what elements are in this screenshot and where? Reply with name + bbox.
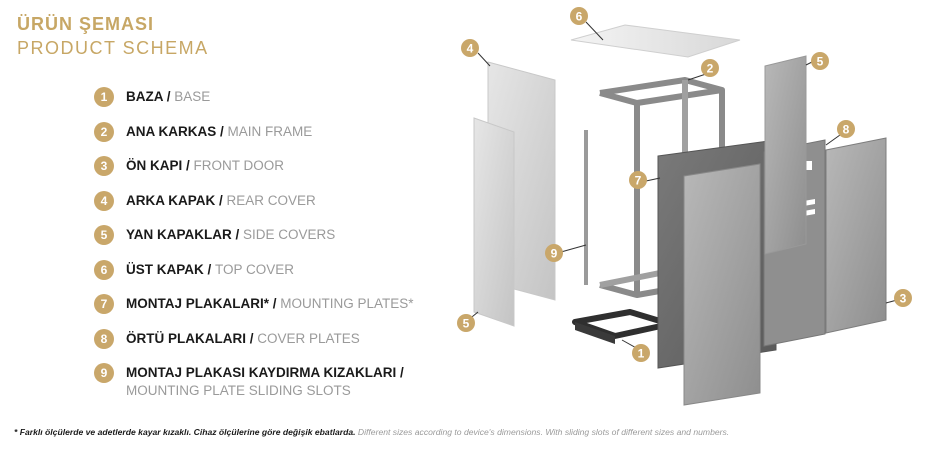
callout-7: 7 bbox=[629, 171, 647, 189]
callout-label: 4 bbox=[467, 42, 474, 56]
callout-2: 2 bbox=[701, 59, 719, 77]
inner-panel bbox=[683, 163, 761, 406]
callout-badge bbox=[837, 120, 855, 138]
legend-label-tr: ANA KARKAS bbox=[126, 123, 217, 139]
legend-number-badge: 2 bbox=[94, 121, 114, 142]
legend-label-tr: ÜST KAPAK bbox=[126, 261, 204, 277]
callout-6: 6 bbox=[570, 7, 588, 25]
callout-badge bbox=[629, 171, 647, 189]
legend-label-en: FRONT DOOR bbox=[193, 158, 285, 173]
legend-number-badge: 8 bbox=[94, 328, 114, 349]
callout-badge bbox=[457, 314, 475, 332]
legend-label-en: MOUNTING PLATE SLIDING SLOTS bbox=[126, 383, 351, 398]
callout-label: 8 bbox=[843, 123, 850, 137]
callout-label: 3 bbox=[900, 292, 907, 306]
legend-label-tr: BAZA bbox=[126, 89, 163, 104]
callout-1: 1 bbox=[632, 344, 650, 362]
legend-label-en: SIDE COVERS bbox=[243, 227, 336, 242]
callout-badge bbox=[894, 289, 912, 307]
legend-number-badge: 1 bbox=[94, 87, 114, 107]
legend-number-badge: 3 bbox=[94, 156, 114, 176]
callout-label: 1 bbox=[638, 347, 645, 361]
title-tr: ÜRÜN ŞEMASI bbox=[17, 14, 155, 34]
callout-badge bbox=[570, 7, 588, 25]
title-en: PRODUCT SCHEMA bbox=[17, 38, 209, 58]
legend-item-1: 1 BAZA / BASE bbox=[94, 87, 454, 122]
callout-3: 3 bbox=[894, 289, 912, 307]
legend-item-3: 3 ÖN KAPI / FRONT DOOR bbox=[94, 156, 454, 191]
left-side-cover-panel bbox=[473, 117, 515, 327]
legend-item-5: 5 YAN KAPAKLAR / SIDE COVERS bbox=[94, 225, 454, 260]
legend-label-tr: ÖN KAPI bbox=[126, 158, 183, 173]
callout-badge bbox=[632, 344, 650, 362]
callout-badge bbox=[701, 59, 719, 77]
legend-label-en: REAR COVER bbox=[226, 192, 316, 208]
legend-number-badge: 6 bbox=[94, 259, 114, 280]
footnote-en: Different sizes according to device's di… bbox=[357, 427, 730, 437]
callout-label: 2 bbox=[707, 62, 714, 76]
callout-label: 7 bbox=[635, 174, 642, 188]
callout-8: 8 bbox=[837, 120, 855, 138]
legend-label-en: MOUNTING PLATES* bbox=[280, 296, 414, 311]
legend-label-en: COVER PLATES bbox=[257, 330, 360, 346]
top-cover-panel bbox=[570, 24, 741, 58]
legend-list: 1 BAZA / BASE 2 ANA KARKAS / MAIN FRAME … bbox=[94, 87, 454, 407]
legend-number-badge: 4 bbox=[94, 190, 114, 211]
base-frame bbox=[572, 309, 673, 344]
legend-label-en: BASE bbox=[174, 89, 211, 104]
footnote: * Farklı ölçülerde ve adetlerde kayar kı… bbox=[14, 427, 729, 437]
legend-item-9: 9 MONTAJ PLAKASI KAYDIRMA KIZAKLARI /MOU… bbox=[94, 363, 454, 407]
legend-label-tr: MONTAJ PLAKASI KAYDIRMA KIZAKLARI bbox=[126, 365, 397, 380]
legend-number-badge: 5 bbox=[94, 225, 114, 245]
legend-label-tr: ÖRTÜ PLAKALARI bbox=[126, 330, 246, 346]
legend-label-tr: YAN KAPAKLAR bbox=[126, 227, 232, 242]
callout-9: 9 bbox=[545, 244, 563, 262]
legend-label-tr: ARKA KAPAK bbox=[126, 192, 216, 208]
legend-number-badge: 7 bbox=[94, 294, 114, 314]
footnote-tr: * Farklı ölçülerde ve adetlerde kayar kı… bbox=[14, 427, 356, 437]
legend-label-tr: MONTAJ PLAKALARI* bbox=[126, 296, 269, 311]
legend-number-badge: 9 bbox=[94, 363, 114, 383]
legend-item-6: 6 ÜST KAPAK / TOP COVER bbox=[94, 259, 454, 295]
callout-badge bbox=[811, 52, 829, 70]
legend-item-7: 7 MONTAJ PLAKALARI* / MOUNTING PLATES* bbox=[94, 294, 454, 329]
legend-item-4: 4 ARKA KAPAK / REAR COVER bbox=[94, 190, 454, 226]
callout-label: 6 bbox=[576, 10, 583, 24]
legend-label-en: TOP COVER bbox=[215, 261, 295, 277]
front-door-panel bbox=[825, 137, 887, 334]
callout-label: 5 bbox=[817, 55, 824, 69]
callout-label: 9 bbox=[551, 247, 558, 261]
callout-badge bbox=[461, 39, 479, 57]
legend-item-2: 2 ANA KARKAS / MAIN FRAME bbox=[94, 121, 454, 157]
legend-item-8: 8 ÖRTÜ PLAKALARI / COVER PLATES bbox=[94, 328, 454, 364]
right-side-cover-panel bbox=[764, 55, 807, 255]
callout-4: 4 bbox=[461, 39, 479, 57]
callout-5-lower: 5 bbox=[457, 314, 475, 332]
callout-badge bbox=[545, 244, 563, 262]
callout-label: 5 bbox=[463, 317, 470, 331]
legend-label-en: MAIN FRAME bbox=[227, 123, 313, 139]
callout-5-upper: 5 bbox=[811, 52, 829, 70]
